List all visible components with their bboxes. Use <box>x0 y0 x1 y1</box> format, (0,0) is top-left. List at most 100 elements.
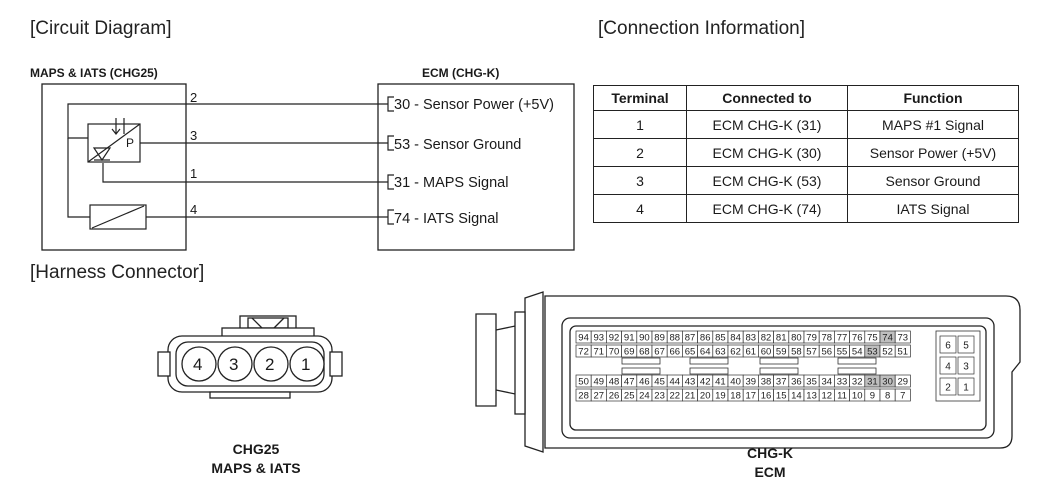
key-tab <box>837 367 877 375</box>
side-pin-cell <box>939 356 957 375</box>
pin-number: 72 <box>578 347 589 358</box>
pin-number: 49 <box>594 377 605 388</box>
pin-number: 9 <box>870 391 875 402</box>
pin-cell <box>894 344 911 358</box>
pin-number: 8 <box>885 391 890 402</box>
connection-info-title: [Connection Information] <box>598 18 806 39</box>
pin-number: 17 <box>746 391 757 402</box>
chgk-caption-name: CHG-K <box>747 445 793 461</box>
key-tab <box>689 357 729 365</box>
pin-number: 27 <box>594 391 605 402</box>
pin-number: 53 <box>867 347 878 358</box>
pin-number: 48 <box>609 377 620 388</box>
cell-terminal: 4 <box>593 194 687 223</box>
pin-number: 37 <box>776 377 787 388</box>
pin-number: 51 <box>898 347 909 358</box>
pin-number: 42 <box>700 377 711 388</box>
sensor-box <box>41 83 187 251</box>
cell-function: IATS Signal <box>847 194 1019 223</box>
chg25-connector <box>157 315 343 399</box>
key-tab <box>621 367 661 375</box>
pin-number: 63 <box>715 347 726 358</box>
pin-number: 20 <box>700 391 711 402</box>
pin-number: 16 <box>761 391 772 402</box>
pin-number: 44 <box>670 377 681 388</box>
cell-terminal: 3 <box>593 166 687 195</box>
cell-function: MAPS #1 Signal <box>847 110 1019 139</box>
key-tab <box>689 367 729 375</box>
side-pin-number: 3 <box>963 362 969 373</box>
table-row: 4 ECM CHG-K (74) IATS Signal <box>593 194 1019 223</box>
pin-number: 84 <box>730 333 741 344</box>
pin-number: 40 <box>730 377 741 388</box>
pin-number: 29 <box>898 377 909 388</box>
pin-number: 55 <box>837 347 848 358</box>
pin-number: 33 <box>837 377 848 388</box>
pin-number: 89 <box>654 333 665 344</box>
pin-number: 14 <box>791 391 802 402</box>
chg25-pin-1: 1 <box>301 355 311 374</box>
wires <box>67 103 388 218</box>
pin-number: 69 <box>624 347 635 358</box>
circuit-diagram-title: [Circuit Diagram] <box>30 18 172 39</box>
pin-number: 87 <box>685 333 696 344</box>
ecm-box <box>377 83 575 251</box>
pin-number: 61 <box>746 347 757 358</box>
pin-number: 65 <box>685 347 696 358</box>
pin-number: 91 <box>624 333 635 344</box>
pin-number: 12 <box>822 391 833 402</box>
table-row: 3 ECM CHG-K (53) Sensor Ground <box>593 166 1019 195</box>
pin-number: 30 <box>882 377 893 388</box>
pin-number: 74 <box>882 333 893 344</box>
col-connected-to: Connected to <box>686 85 848 111</box>
key-tab <box>759 367 799 375</box>
pin-cell <box>894 374 911 388</box>
pin-number: 43 <box>685 377 696 388</box>
side-pin-number: 2 <box>945 383 951 394</box>
sensor-pin-2: 2 <box>190 90 198 105</box>
pin-number: 75 <box>867 333 878 344</box>
pin-number: 25 <box>624 391 635 402</box>
chg25-pin-3: 3 <box>229 355 239 374</box>
pin-number: 85 <box>715 333 726 344</box>
ecm-terminal-31: 31 - MAPS Signal <box>394 175 509 191</box>
pin-number: 22 <box>670 391 681 402</box>
pin-number: 60 <box>761 347 772 358</box>
table-row: 1 ECM CHG-K (31) MAPS #1 Signal <box>593 110 1019 139</box>
side-pin-number: 5 <box>963 341 969 352</box>
ecm-terminal-74: 74 - IATS Signal <box>394 211 499 227</box>
pin-number: 86 <box>700 333 711 344</box>
pin-number: 18 <box>730 391 741 402</box>
cell-connected-to: ECM CHG-K (31) <box>686 110 848 139</box>
pin-number: 70 <box>609 347 620 358</box>
pin-number: 19 <box>715 391 726 402</box>
chg25-caption: CHG25 MAPS & IATS <box>176 440 336 478</box>
pin-number: 54 <box>852 347 863 358</box>
pin-number: 56 <box>822 347 833 358</box>
cell-connected-to: ECM CHG-K (53) <box>686 166 848 195</box>
pin-number: 79 <box>806 333 817 344</box>
sensor-pin-3: 3 <box>190 128 198 143</box>
cell-connected-to: ECM CHG-K (30) <box>686 138 848 167</box>
pin-number: 88 <box>670 333 681 344</box>
pin-number: 90 <box>639 333 650 344</box>
pin-number: 50 <box>578 377 589 388</box>
pin-number: 31 <box>867 377 878 388</box>
pressure-sensor-symbol <box>87 118 141 163</box>
side-pin-number: 6 <box>945 341 951 352</box>
pin-number: 24 <box>639 391 650 402</box>
pin-number: 66 <box>670 347 681 358</box>
key-tab <box>837 357 877 365</box>
chg25-caption-name: CHG25 <box>232 441 280 457</box>
pin-number: 35 <box>806 377 817 388</box>
col-function: Function <box>847 85 1019 111</box>
pin-number: 58 <box>791 347 802 358</box>
pin-cell <box>894 330 911 344</box>
ecm-terminal-53: 53 - Sensor Ground <box>394 137 522 153</box>
side-pin-number: 1 <box>963 383 969 394</box>
pin-number: 59 <box>776 347 787 358</box>
pin-number: 52 <box>882 347 893 358</box>
pin-number: 76 <box>852 333 863 344</box>
